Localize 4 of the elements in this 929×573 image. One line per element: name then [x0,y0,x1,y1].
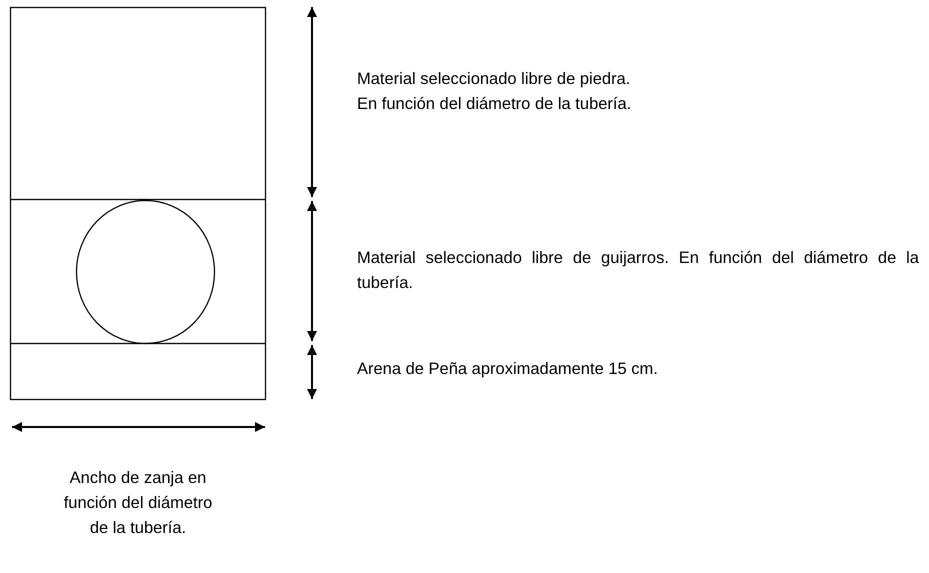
annotation-text: Material seleccionado libre de guijarros. En función del diámetro de la tubería. [357,248,919,294]
annotation-text: Ancho de zanja en función del diámetro de la tubería. [63,468,213,539]
annotation-text: Arena de Peña aproximadamente 15 cm. [357,359,659,380]
annotation-text: Material seleccionado libre de piedra. En función del diámetro de la tubería. [357,69,632,115]
